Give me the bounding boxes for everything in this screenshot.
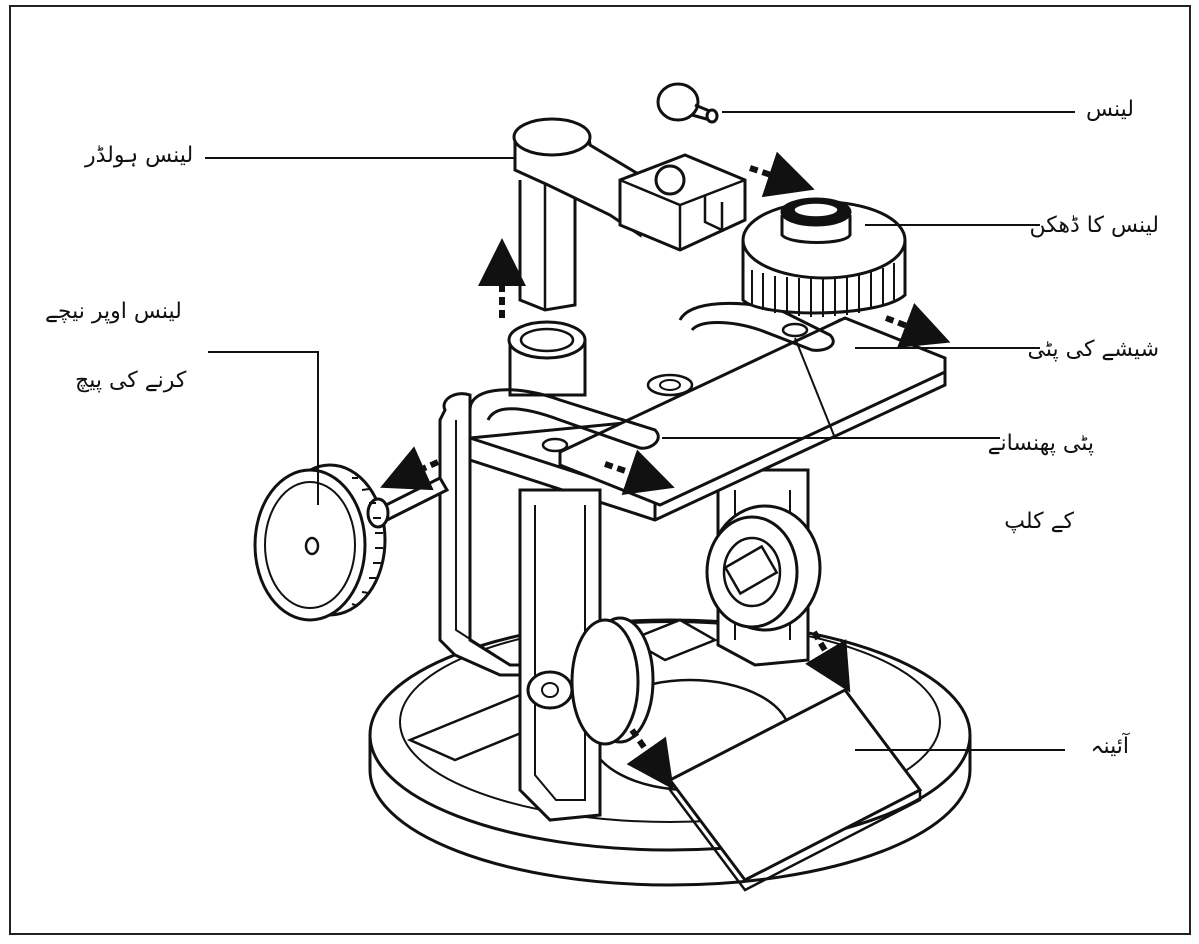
label-mirror: آئینہ bbox=[1090, 734, 1129, 759]
lens-socket bbox=[507, 320, 587, 397]
label-lens-holder: لینس ہولڈر bbox=[85, 143, 194, 168]
left-pillar bbox=[438, 392, 527, 677]
lens-cover-part bbox=[741, 197, 907, 315]
label-slide-clips-line2: کے کلپ bbox=[1004, 509, 1074, 534]
focus-knob bbox=[253, 463, 390, 622]
slide-clips bbox=[468, 302, 835, 450]
label-focus-screw-line1: لینس اوپر نیچے bbox=[45, 299, 182, 324]
leader-lines bbox=[205, 111, 1075, 751]
substage-ring bbox=[705, 504, 822, 632]
label-slide-clips-line1: پٹی پھنسانے bbox=[987, 431, 1094, 456]
lens-part bbox=[656, 82, 719, 124]
focus-knob-knurl bbox=[351, 477, 383, 607]
label-lens-cover: لینس کا ڈھکن bbox=[1029, 213, 1160, 238]
focus-shaft bbox=[377, 476, 450, 522]
lens-cover-knurl bbox=[751, 263, 895, 317]
label-focus-screw-line2: کرنے کی پیچ bbox=[75, 368, 187, 393]
label-glass-slide: شیشے کی پٹی bbox=[1027, 337, 1159, 362]
label-lens: لینس bbox=[1085, 97, 1134, 122]
mirror-pivot bbox=[570, 616, 655, 746]
figure-border bbox=[9, 5, 1191, 935]
direction-arrows bbox=[380, 151, 951, 790]
lens-holder-part bbox=[512, 117, 747, 312]
